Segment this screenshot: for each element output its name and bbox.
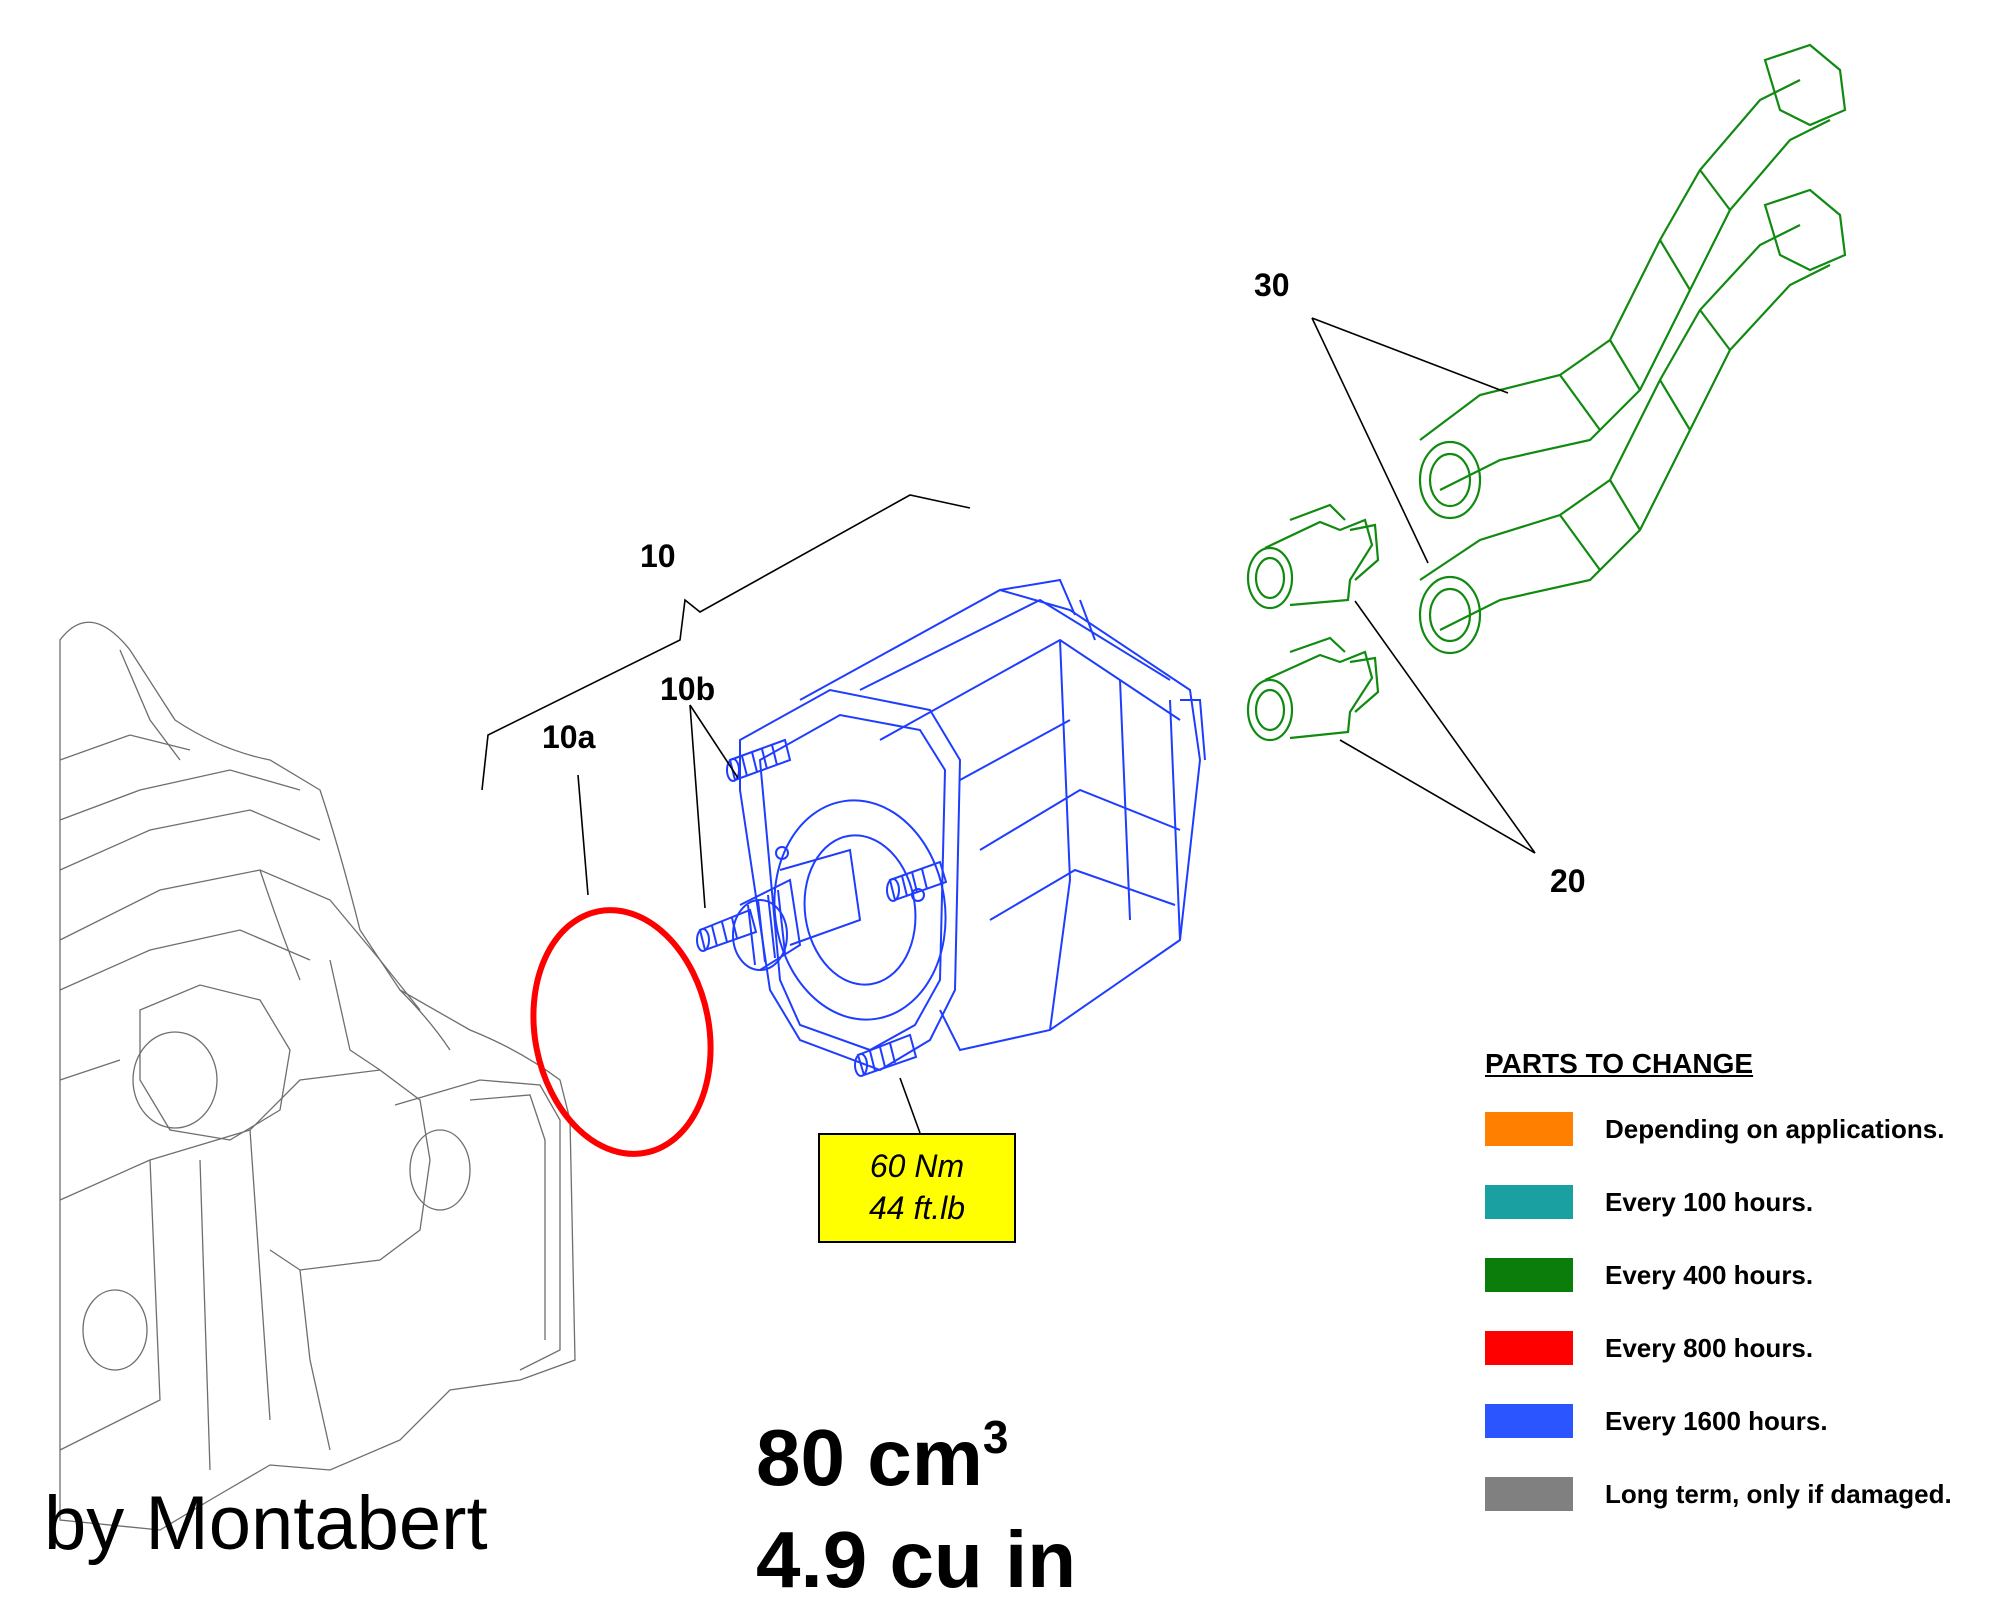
capacity-exponent: 3 <box>982 1411 1009 1463</box>
legend-item: Every 100 hours. <box>1485 1183 1813 1221</box>
capacity-metric: 80 cm3 <box>756 1411 1009 1502</box>
torque-spec-box: 60 Nm 44 ft.lb <box>818 1133 1016 1243</box>
breaker-housing <box>59 621 576 1531</box>
legend-color-swatch <box>1485 1185 1573 1219</box>
legend-color-swatch <box>1485 1404 1573 1438</box>
legend-title: PARTS TO CHANGE <box>1485 1048 1754 1079</box>
legend-label: Every 400 hours. <box>1605 1259 1814 1290</box>
capacity-imperial: 4.9 cu in <box>756 1515 1077 1604</box>
legend-label: Every 100 hours. <box>1605 1186 1814 1217</box>
callout-10b: 10b <box>660 671 715 707</box>
legend-label: Long term, only if damaged. <box>1605 1478 1952 1509</box>
callout-30: 30 <box>1254 267 1290 303</box>
legend-color-swatch <box>1485 1331 1573 1365</box>
gear-pump-10 <box>696 578 1206 1077</box>
studs-10b <box>696 738 948 1077</box>
callout-10a: 10a <box>542 719 596 755</box>
callout-20: 20 <box>1550 863 1586 899</box>
legend-item: Every 400 hours. <box>1485 1256 1813 1294</box>
legend-item: Depending on applications. <box>1485 1110 1944 1148</box>
torque-metric: 60 Nm <box>869 1148 965 1185</box>
callout-10: 10 <box>640 538 676 574</box>
legend-item: Every 800 hours. <box>1485 1329 1813 1367</box>
legend-color-swatch <box>1485 1258 1573 1292</box>
legend-label: Depending on applications. <box>1605 1113 1945 1144</box>
pump-capacity: 80 cm3 4.9 cu in <box>756 1411 1077 1604</box>
fittings-20 <box>1246 503 1380 742</box>
hoses-30 <box>1418 43 1847 655</box>
legend-color-swatch <box>1485 1112 1573 1146</box>
torque-imperial: 44 ft.lb <box>868 1190 966 1226</box>
o-ring-10a <box>530 907 714 1157</box>
legend-item: Long term, only if damaged. <box>1485 1475 1952 1513</box>
credit-text: by Montabert <box>44 1481 488 1566</box>
legend-label: Every 1600 hours. <box>1605 1405 1828 1436</box>
leader-lines <box>481 317 1536 1134</box>
legend-label: Every 800 hours. <box>1605 1332 1814 1363</box>
legend-item: Every 1600 hours. <box>1485 1402 1828 1440</box>
legend-color-swatch <box>1485 1477 1573 1511</box>
